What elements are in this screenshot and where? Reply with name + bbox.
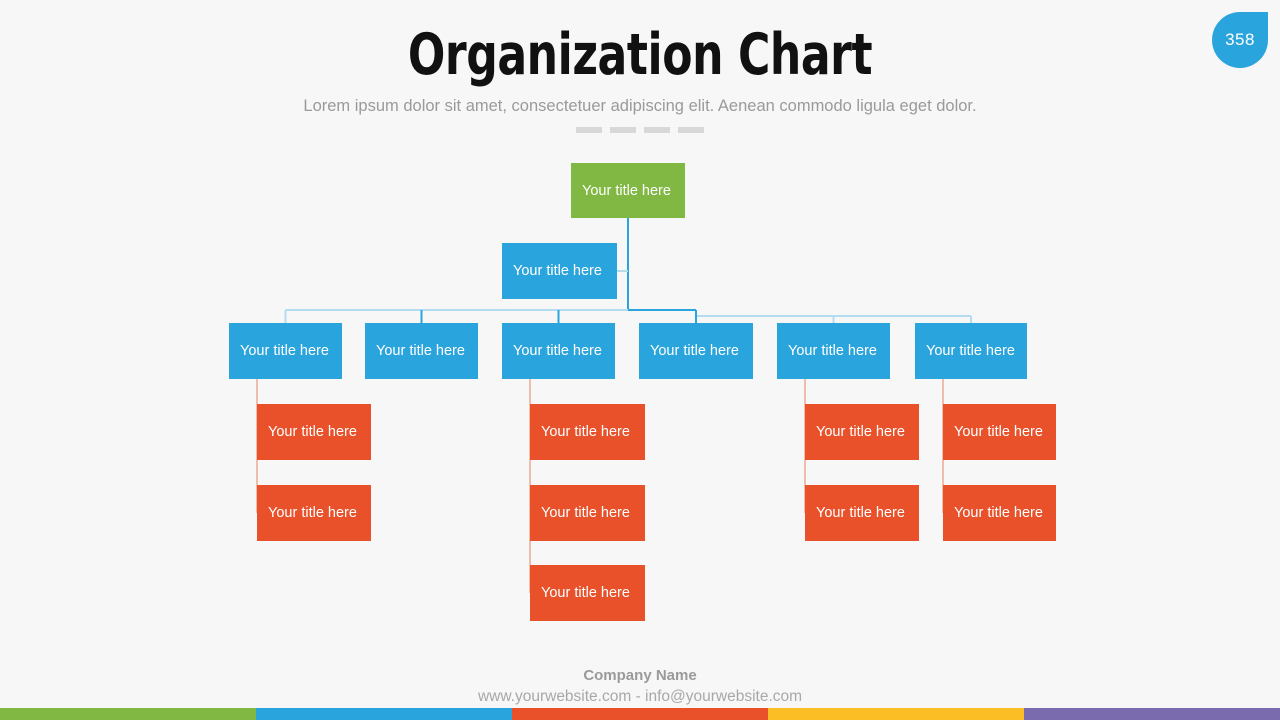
org-node-branch-2[interactable]: Your title here xyxy=(365,323,478,379)
node-label: Your title here xyxy=(816,505,905,521)
node-label: Your title here xyxy=(954,505,1043,521)
page-subtitle: Lorem ipsum dolor sit amet, consectetuer… xyxy=(303,97,977,115)
org-node-branch-6[interactable]: Your title here xyxy=(915,323,1027,379)
org-node-root[interactable]: Your title here xyxy=(571,163,685,218)
color-bar-segment-3 xyxy=(512,708,768,720)
org-node-leaf-5-1[interactable]: Your title here xyxy=(805,404,919,460)
node-label: Your title here xyxy=(376,343,465,359)
org-node-leaf-3-1[interactable]: Your title here xyxy=(530,404,645,460)
org-node-leaf-6-2[interactable]: Your title here xyxy=(943,485,1056,541)
color-bar-segment-5 xyxy=(1024,708,1280,720)
node-label: Your title here xyxy=(268,505,357,521)
org-node-branch-5[interactable]: Your title here xyxy=(777,323,890,379)
color-bar-segment-4 xyxy=(768,708,1024,720)
node-label: Your title here xyxy=(788,343,877,359)
header-dash xyxy=(576,127,602,133)
node-label: Your title here xyxy=(268,424,357,440)
page-number-badge-value: 358 xyxy=(1225,30,1255,49)
header-dash xyxy=(610,127,636,133)
node-label: Your title here xyxy=(240,343,329,359)
color-bar-segment-2 xyxy=(256,708,512,720)
node-label: Your title here xyxy=(541,424,630,440)
color-bar-segment-1 xyxy=(0,708,256,720)
footer-color-bar xyxy=(0,708,1280,720)
node-label: Your title here xyxy=(926,343,1015,359)
org-node-leaf-3-3[interactable]: Your title here xyxy=(530,565,645,621)
header-dash xyxy=(644,127,670,133)
org-node-leaf-1-1[interactable]: Your title here xyxy=(257,404,371,460)
page-title: Organization Chart xyxy=(407,22,873,88)
org-node-branch-3[interactable]: Your title here xyxy=(502,323,615,379)
org-node-leaf-5-2[interactable]: Your title here xyxy=(805,485,919,541)
page-header: Organization Chart Lorem ipsum dolor sit… xyxy=(0,0,1280,133)
node-label: Your title here xyxy=(650,343,739,359)
org-node-leaf-3-2[interactable]: Your title here xyxy=(530,485,645,541)
node-label: Your title here xyxy=(816,424,905,440)
org-node-branch-1[interactable]: Your title here xyxy=(229,323,342,379)
org-node-level2[interactable]: Your title here xyxy=(502,243,617,299)
node-label: Your title here xyxy=(582,182,671,199)
page-number-badge: 358 xyxy=(1212,12,1268,68)
node-label: Your title here xyxy=(541,505,630,521)
org-node-leaf-6-1[interactable]: Your title here xyxy=(943,404,1056,460)
node-label: Your title here xyxy=(954,424,1043,440)
header-dash-divider xyxy=(0,116,1280,133)
page-footer: Company Name www.yourwebsite.com - info@… xyxy=(0,667,1280,706)
node-label: Your title here xyxy=(513,263,602,279)
org-node-branch-4[interactable]: Your title here xyxy=(639,323,753,379)
node-label: Your title here xyxy=(513,343,602,359)
footer-company-name: Company Name xyxy=(583,667,697,684)
node-label: Your title here xyxy=(541,585,630,601)
org-node-leaf-1-2[interactable]: Your title here xyxy=(257,485,371,541)
header-dash xyxy=(678,127,704,133)
footer-contact: www.yourwebsite.com - info@yourwebsite.c… xyxy=(477,688,803,705)
